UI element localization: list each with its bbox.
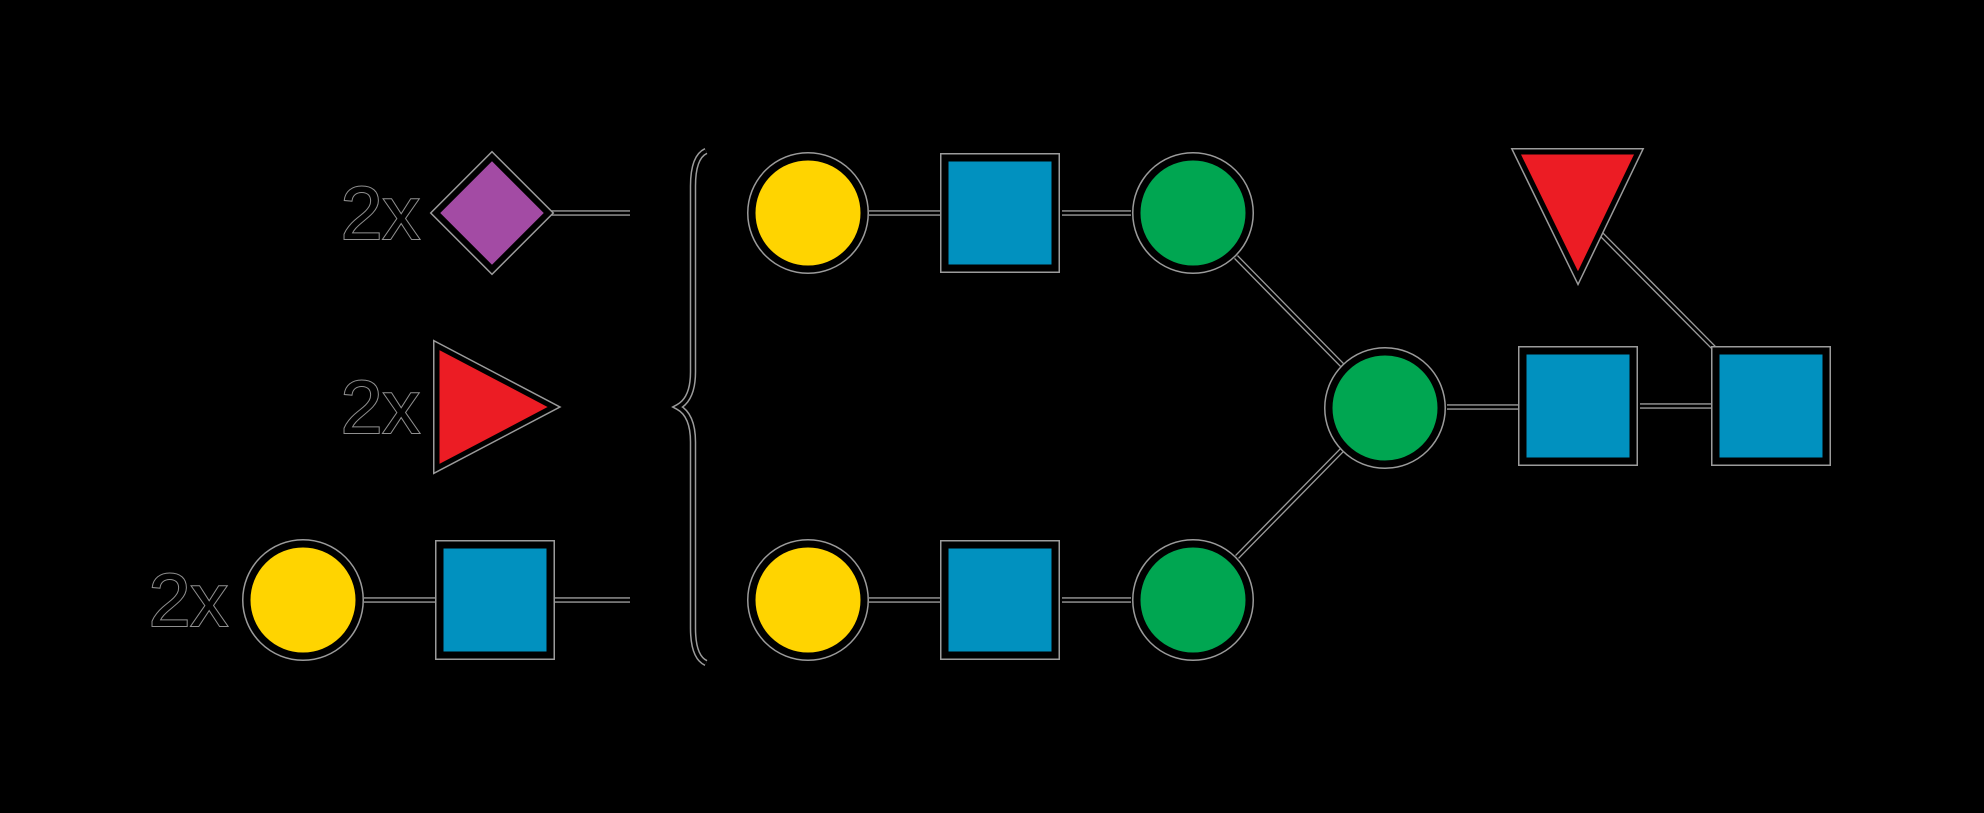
yellow-circle-icon-left [243,540,363,660]
blue-square-icon-top [941,154,1059,272]
green-circle-icon-top [1133,153,1253,273]
purple-diamond-icon [431,152,553,274]
triangle-to-square-diagonal [1599,232,1715,349]
curly-brace [674,149,707,665]
yellow-circle-icon-bottom [748,540,868,660]
row1-multiplier-label: 2x [341,171,420,255]
row3-multiplier-label: 2x [149,558,228,642]
bottom-branch-diagonal [1236,449,1343,558]
red-right-triangle-icon [434,341,559,473]
blue-square-icon-core-inner [1519,347,1637,465]
blue-square-icon-core-outer [1712,347,1830,465]
green-circle-icon-central [1325,348,1445,468]
blue-square-icon-left [436,541,554,659]
yellow-circle-icon-top [748,153,868,273]
blue-square-icon-bottom [941,541,1059,659]
row2-multiplier-label: 2x [341,365,420,449]
red-inverted-triangle-icon [1512,149,1642,283]
green-circle-icon-bottom [1133,540,1253,660]
top-branch-diagonal [1235,256,1343,366]
